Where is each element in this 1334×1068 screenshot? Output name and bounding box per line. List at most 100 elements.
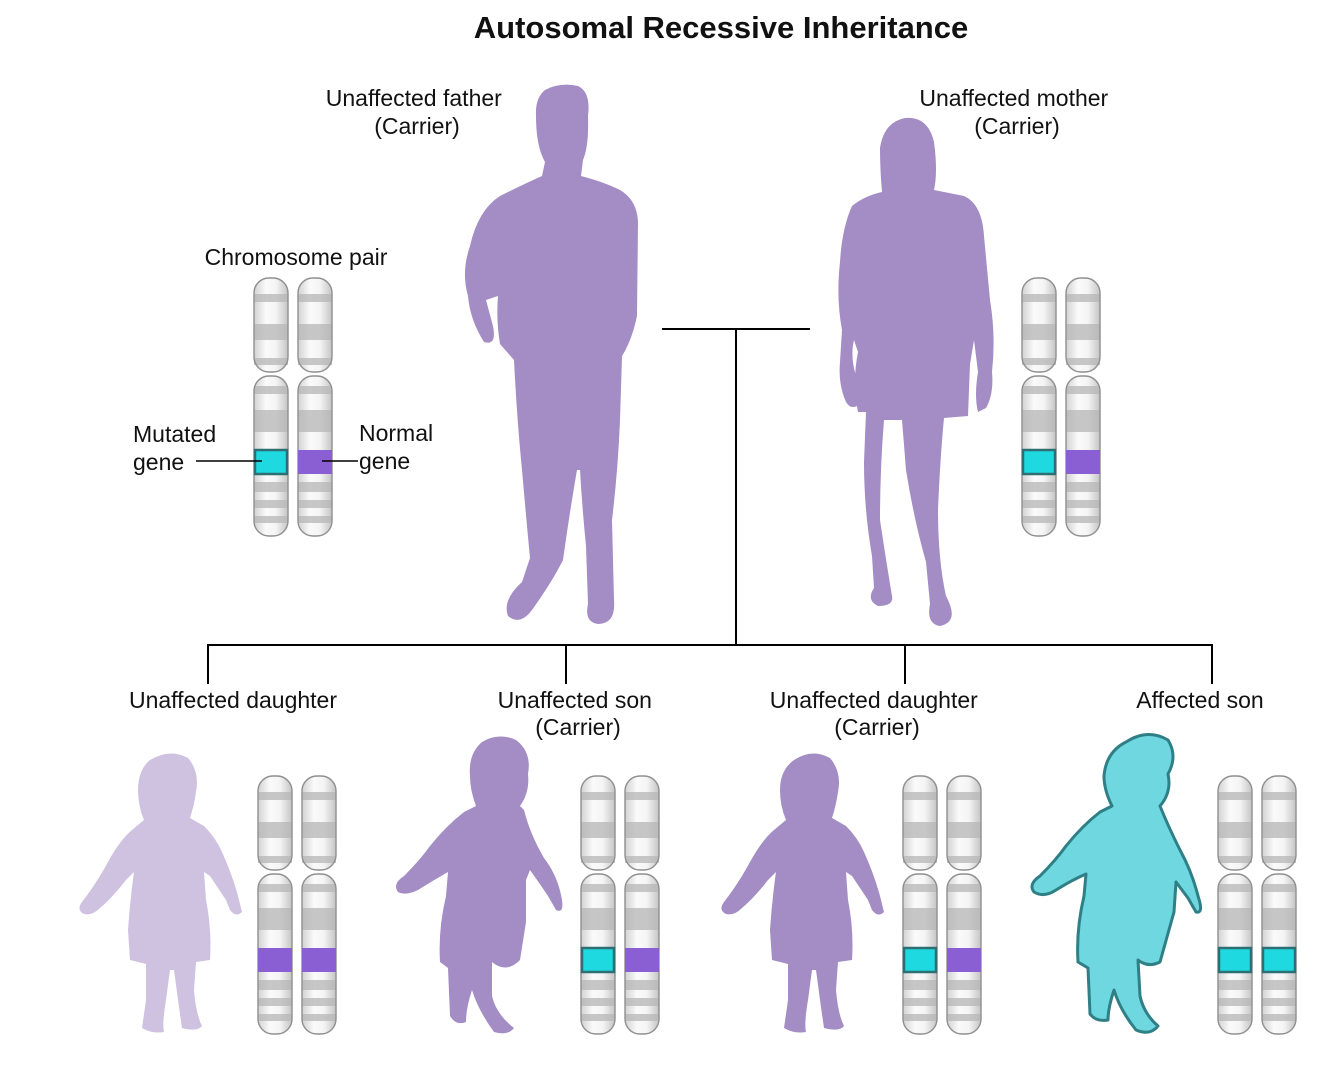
diagram-title: Autosomal Recessive Inheritance [474,10,968,45]
child2-chromosome-1 [580,775,616,1035]
normal-gene-label-line2: gene [359,448,410,474]
chromosome-band [1022,516,1056,523]
chromosome-band [1262,1014,1296,1021]
pedigree-lines [207,328,1213,684]
chromosome-band [1066,500,1100,508]
chromosome-upper-outline [902,775,938,871]
chromosome-band [1262,998,1296,1006]
chromosome-band [1218,908,1252,930]
chromosome-band [581,792,615,800]
mother-silhouette [838,117,994,626]
mother-chromosome-2 [1065,277,1101,537]
chromosome-band [254,358,288,365]
chromosome-upper-outline [624,775,660,871]
chromosome-band [581,884,615,892]
chromosome-band [298,482,332,492]
chromosome-band [254,294,288,302]
chromosome-band [1022,500,1056,508]
child4-chromosome-1 [1217,775,1253,1035]
mother-chromosome-pair [1021,277,1101,537]
chromosome-band [581,856,615,863]
chromosome-band [1022,358,1056,365]
chromosome-band [581,822,615,838]
chromosome-upper-outline [946,775,982,871]
chromosome-band [1066,386,1100,394]
chromosome-band [581,998,615,1006]
chromosome-band [1066,482,1100,492]
chromosome-band [302,884,336,892]
chromosome-band [1066,294,1100,302]
child3-label-line1: Unaffected daughter [770,687,978,713]
chromosome-band [1022,294,1056,302]
chromosome-band [254,516,288,523]
child4-chromosome-2 [1261,775,1297,1035]
chromosome-band [254,386,288,394]
chromosome-band [903,822,937,838]
child1-silhouette [79,753,242,1033]
chromosome-band [302,998,336,1006]
mother-label-line2: (Carrier) [974,113,1060,139]
child2-chromosome-2 [624,775,660,1035]
child3-chromosome-pair [902,775,982,1035]
mutated-gene-marker [1261,946,1297,974]
normal-gene-marker [1066,450,1100,474]
mutated-gene-label: Mutated gene [133,421,223,475]
father-silhouette [464,84,638,624]
chromosome-band [1218,822,1252,838]
chromosome-upper-outline [1021,277,1057,373]
mutated-gene-marker [253,448,289,476]
chromosome-band [1262,884,1296,892]
chromosome-band [302,792,336,800]
chromosome-band [1218,980,1252,990]
chromosome-band [1066,324,1100,340]
father-label-line2: (Carrier) [374,113,460,139]
child1-label-line1: Unaffected daughter [129,687,337,713]
chromosome-band [258,908,292,930]
child4-label-line1: Affected son [1136,687,1263,713]
normal-gene-marker [258,948,292,972]
chromosome-band [947,792,981,800]
chromosome-band [947,884,981,892]
father-label-line1: Unaffected father [326,85,502,111]
chromosome-band [947,1014,981,1021]
normal-gene-marker [302,948,336,972]
mutated-gene-marker [1021,448,1057,476]
chromosome-band [1218,856,1252,863]
chromosome-band [1066,410,1100,432]
chromosome-band [903,792,937,800]
chromosome-band [1022,324,1056,340]
normal-gene-marker [625,948,659,972]
child2-label: Unaffected son (Carrier) [498,687,659,740]
normal-gene-marker [298,450,332,474]
chromosome-band [903,980,937,990]
chromosome-band [1262,822,1296,838]
chromosome-band [258,884,292,892]
chromosome-upper-outline [580,775,616,871]
child4-chromosome-pair [1217,775,1297,1035]
chromosome-band [298,500,332,508]
child3-label: Unaffected daughter (Carrier) [770,687,984,740]
mutated-gene-label-line1: Mutated [133,421,216,447]
chromosome-band [258,998,292,1006]
legend-chromosome-1 [253,277,289,537]
child3-label-line2: (Carrier) [834,714,920,740]
chromosome-upper-outline [1065,277,1101,373]
chromosome-band [625,856,659,863]
chromosome-band [254,410,288,432]
normal-gene-label-line1: Normal [359,420,433,446]
chromosome-band [947,998,981,1006]
mother-chromosome-1 [1021,277,1057,537]
chromosome-band [1218,884,1252,892]
chromosome-band [302,1014,336,1021]
child4-silhouette [1030,733,1203,1034]
chromosome-band [1066,516,1100,523]
chromosome-band [903,908,937,930]
chromosome-band [1022,386,1056,394]
child1-chromosome-1 [257,775,293,1035]
chromosome-band [1262,856,1296,863]
chromosome-band [947,980,981,990]
chromosome-band [1218,998,1252,1006]
chromosome-band [1262,792,1296,800]
child3-silhouette [721,753,884,1033]
